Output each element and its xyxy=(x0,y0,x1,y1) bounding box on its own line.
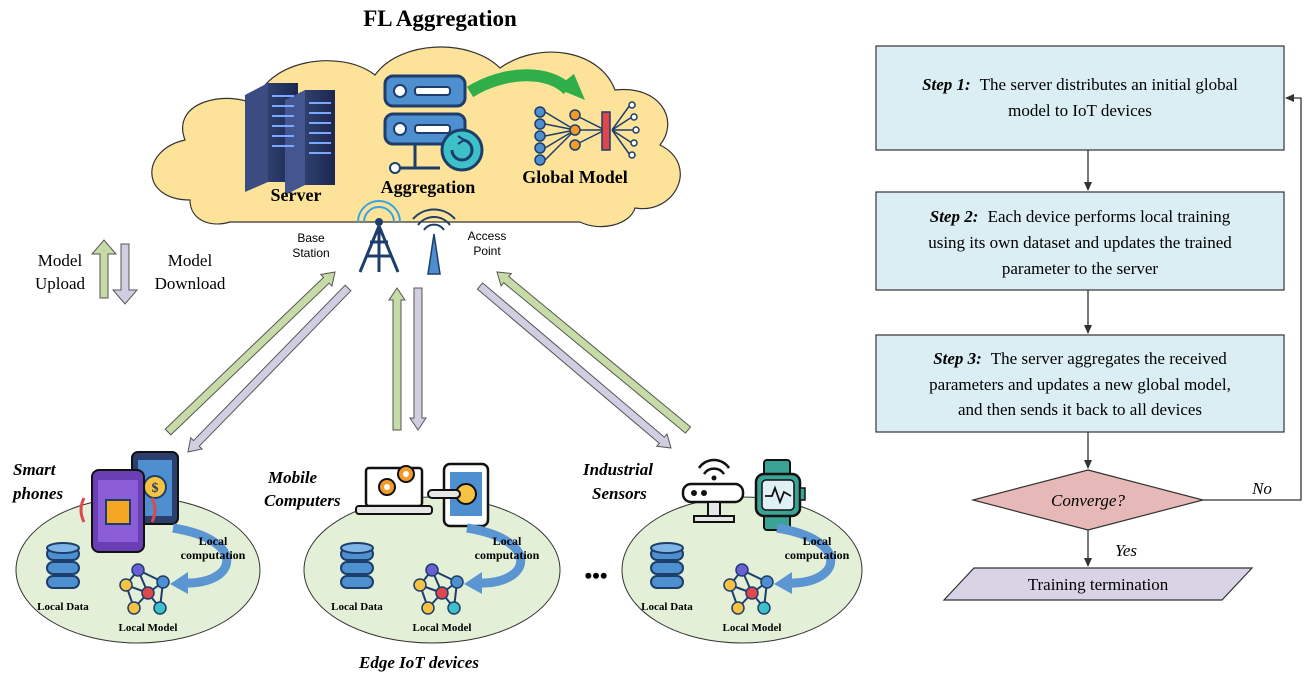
local-model-icon xyxy=(723,563,774,615)
local-computation-label-1: Local xyxy=(803,534,832,548)
step-3-text-1: The server aggregates the received xyxy=(991,349,1227,368)
global-model-icon xyxy=(534,101,640,166)
step-1-label: Step 1: xyxy=(922,75,971,94)
yes-label: Yes xyxy=(1115,541,1137,560)
local-computation-label-1: Local xyxy=(199,534,228,548)
base-station-icon xyxy=(357,200,401,273)
download-arrow-smartphones xyxy=(187,284,352,453)
access-point-icon xyxy=(412,208,456,275)
base-station-label-2: Station xyxy=(292,246,329,260)
local-data-icon xyxy=(340,542,374,589)
local-computation-arrow xyxy=(464,523,526,594)
upload-arrow-sensors xyxy=(496,271,692,434)
base-station-label-1: Base xyxy=(297,231,325,245)
legend-download-arrow xyxy=(111,243,139,305)
legend-download-label-2: Download xyxy=(155,274,226,293)
diagram-title: FL Aggregation xyxy=(363,6,517,31)
training-termination-label: Training termination xyxy=(1028,575,1169,594)
local-data-label: Local Data xyxy=(331,601,383,613)
access-point-label-2: Point xyxy=(473,244,501,258)
global-model-label: Global Model xyxy=(522,167,628,187)
upload-arrow-smartphones xyxy=(164,271,336,436)
converge-decision: Converge? xyxy=(970,469,1206,531)
device-name-sensors-1: Industrial xyxy=(582,460,653,479)
device-links xyxy=(164,271,692,453)
step-2-text-1: Each device performs local training xyxy=(988,207,1231,226)
svg-text:Step 2: Each device perf: Step 2: Each device performs local train… xyxy=(930,207,1231,226)
access-point-label-1: Access xyxy=(468,229,507,243)
step-1-box: Step 1: The server distributes an initia… xyxy=(875,45,1285,151)
upload-arrow-mobile xyxy=(388,287,406,431)
local-data-icon xyxy=(46,542,80,589)
laptop-icon xyxy=(355,465,433,515)
local-computation-arrow xyxy=(170,523,232,594)
ellipsis: ••• xyxy=(584,563,607,588)
converge-label: Converge? xyxy=(1051,491,1125,510)
step-3-box: Step 3: The server aggregates the receiv… xyxy=(875,334,1285,433)
svg-text:Step 1: The server distr: Step 1: The server distributes an initia… xyxy=(922,75,1238,94)
tablet-icon xyxy=(427,462,490,528)
step-1-text-2: model to IoT devices xyxy=(1008,101,1152,120)
local-computation-label-2: computation xyxy=(785,548,850,562)
local-model-label: Local Model xyxy=(119,622,178,634)
local-data-icon xyxy=(650,542,684,589)
legend-upload-arrow xyxy=(90,239,118,299)
local-model-label: Local Model xyxy=(413,622,472,634)
local-computation-label-2: computation xyxy=(475,548,540,562)
device-name-mobile-1: Mobile xyxy=(267,468,318,487)
local-computation-label-2: computation xyxy=(181,548,246,562)
step-2-box: Step 2: Each device performs local train… xyxy=(875,191,1285,291)
step-2-label: Step 2: xyxy=(930,207,979,226)
aggregation-icon xyxy=(383,74,484,174)
step-3-label: Step 3: xyxy=(933,349,982,368)
svg-text:Step 3: The server aggre: Step 3: The server aggregates the receiv… xyxy=(933,349,1227,368)
local-data-label: Local Data xyxy=(641,601,693,613)
server-icon xyxy=(245,83,335,195)
local-computation-label-1: Local xyxy=(493,534,522,548)
flow-connectors xyxy=(1084,94,1302,567)
training-termination-box: Training termination xyxy=(942,567,1254,601)
device-name-smartphones-1: Smart xyxy=(13,460,57,479)
smartphone-icon: $ xyxy=(79,451,179,553)
step-3-text-3: and then sends it back to all devices xyxy=(958,400,1202,419)
edge-devices-label: Edge IoT devices xyxy=(358,653,479,672)
local-data-label: Local Data xyxy=(37,601,89,613)
step-2-text-2: using its own dataset and updates the tr… xyxy=(928,233,1232,252)
aggregation-label: Aggregation xyxy=(381,177,476,197)
download-arrow-sensors xyxy=(476,282,672,449)
local-model-icon xyxy=(413,563,464,615)
local-computation-arrow xyxy=(774,523,836,594)
device-name-smartphones-2: phones xyxy=(11,484,63,503)
device-name-sensors-2: Sensors xyxy=(592,484,647,503)
green-curved-arrow xyxy=(466,69,585,100)
legend-download-label-1: Model xyxy=(168,251,213,270)
step-1-text-1: The server distributes an initial global xyxy=(980,75,1239,94)
device-name-mobile-2: Computers xyxy=(264,491,341,510)
server-label: Server xyxy=(271,185,322,205)
local-model-label: Local Model xyxy=(723,622,782,634)
local-model-icon xyxy=(119,563,170,615)
step-3-text-2: parameters and updates a new global mode… xyxy=(929,375,1231,394)
no-label: No xyxy=(1251,479,1272,498)
legend-upload-label-1: Model xyxy=(38,251,83,270)
download-arrow-mobile xyxy=(409,287,427,431)
svg-text:$: $ xyxy=(152,481,159,496)
step-2-text-3: parameter to the server xyxy=(1002,259,1159,278)
legend-upload-label-2: Upload xyxy=(35,274,86,293)
router-sensor-icon xyxy=(681,458,745,523)
